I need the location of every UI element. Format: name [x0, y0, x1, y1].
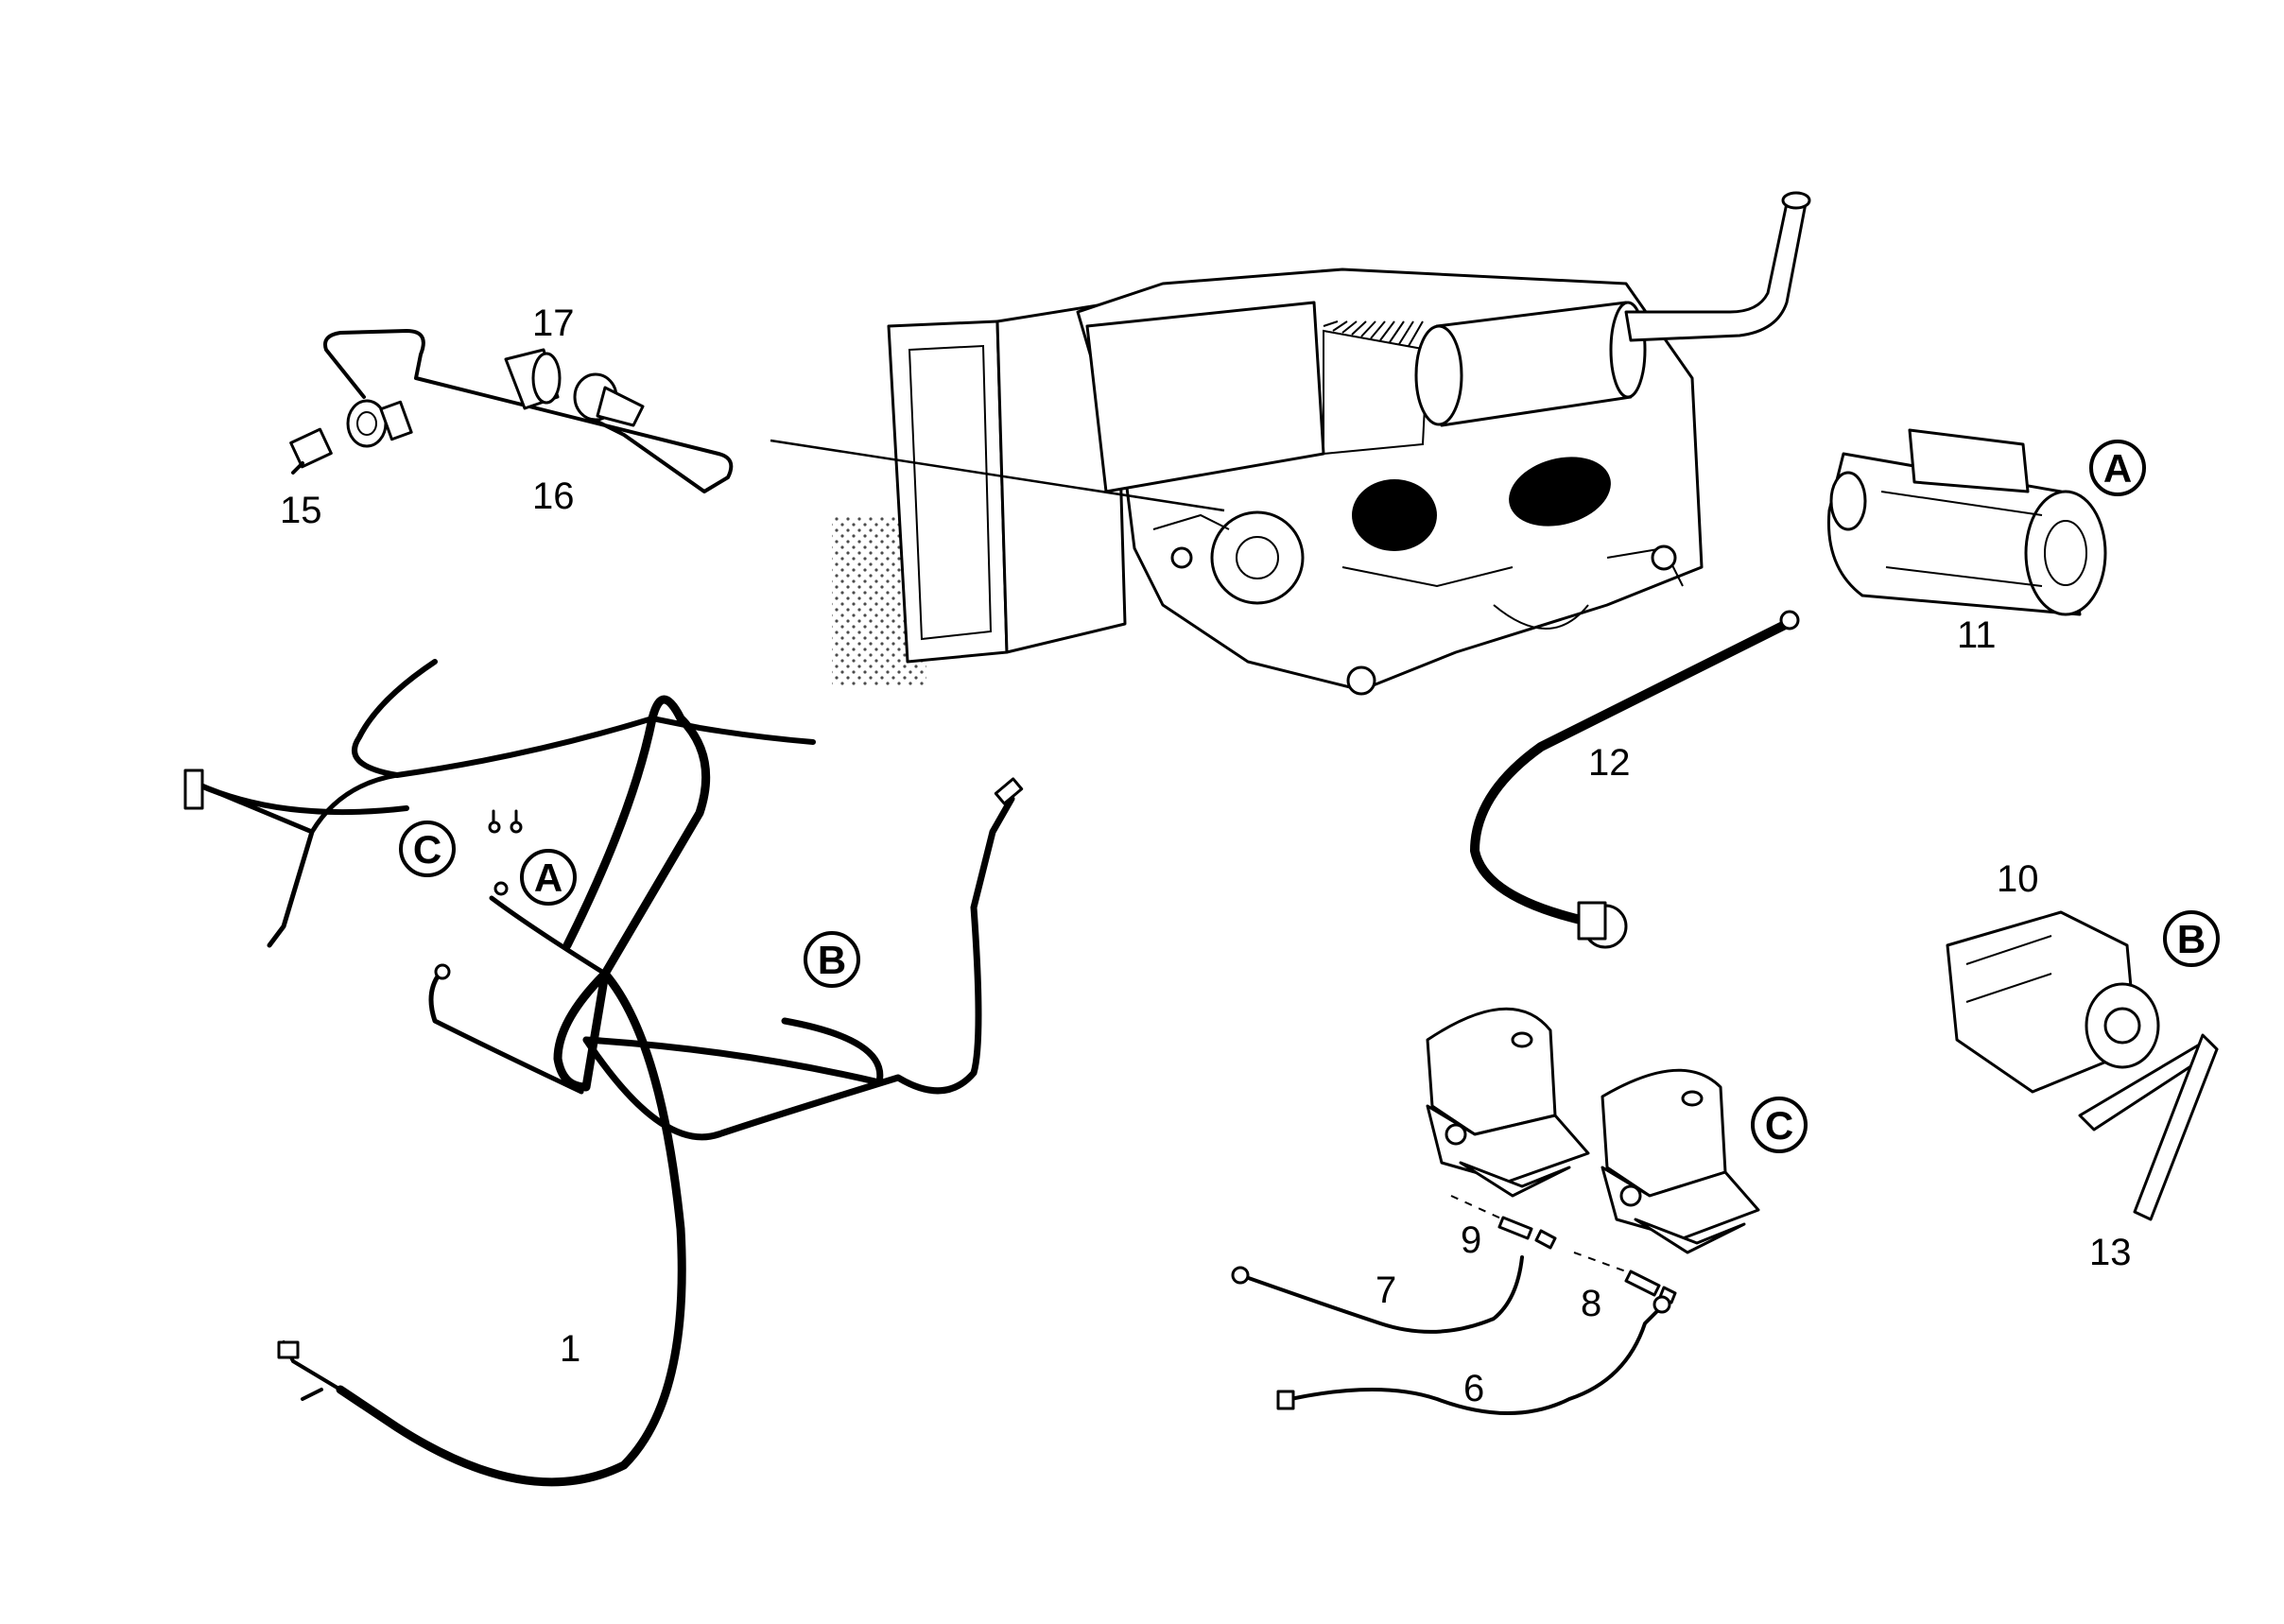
sensor-15: [289, 399, 413, 475]
label-part-17: 17: [532, 302, 575, 344]
label-part-12: 12: [1588, 742, 1631, 784]
wire-6: [1276, 1295, 1671, 1415]
sensor-harness: [289, 329, 734, 493]
svg-text:C: C: [1765, 1103, 1793, 1148]
svg-text:B: B: [2177, 917, 2206, 961]
connector-17: [504, 348, 645, 427]
label-part-11: 11: [1957, 614, 1997, 656]
label-part-7: 7: [1376, 1270, 1396, 1311]
marker-b-alternator: B: [2163, 910, 2220, 967]
label-part-10: 10: [1997, 858, 2039, 900]
cooling-fins: [1323, 320, 1429, 456]
engine-starter-blob: [1352, 479, 1437, 551]
connection-markers: A B C A B C: [399, 440, 2220, 1153]
engine-alternator-blob: [1509, 457, 1611, 527]
air-filter-cylinder: [1414, 301, 1647, 427]
marker-c-relays: C: [1751, 1097, 1808, 1153]
exhaust-pipe: [1624, 201, 1808, 342]
starter-motor-11: [1826, 428, 2107, 616]
belt-13: [2078, 1033, 2219, 1221]
part-labels: 1 6 7 8 9 10 11 12 13 15 16 17: [280, 302, 2132, 1409]
battery-cable-12: [1470, 610, 1800, 949]
label-part-9: 9: [1461, 1219, 1481, 1261]
wire-7: [1231, 1255, 1524, 1334]
marker-a-starter: A: [2089, 440, 2146, 496]
svg-text:B: B: [818, 938, 846, 982]
label-part-16: 16: [532, 475, 575, 517]
label-part-1: 1: [560, 1328, 580, 1370]
intake-duct: [887, 320, 1009, 664]
svg-text:A: A: [534, 855, 562, 900]
label-part-13: 13: [2089, 1232, 2132, 1273]
engine-pulley: [1210, 510, 1305, 605]
ignition-connector: [183, 769, 204, 810]
relay-left: [1426, 1007, 1590, 1198]
marker-c-harness: C: [399, 821, 456, 877]
marker-a-harness: A: [520, 849, 577, 906]
marker-b-harness: B: [804, 931, 860, 988]
main-harness-1: [183, 659, 1024, 1487]
sensor-cable-16: [323, 329, 734, 493]
label-part-6: 6: [1463, 1368, 1484, 1409]
label-part-15: 15: [280, 490, 322, 531]
svg-text:C: C: [413, 827, 441, 872]
relay-right: [1601, 1068, 1760, 1254]
engine-assembly: [770, 191, 1811, 696]
leader-line: [770, 439, 1225, 512]
alternator-10: [1946, 910, 2160, 1094]
label-part-8: 8: [1581, 1283, 1601, 1324]
svg-text:A: A: [2103, 446, 2132, 491]
